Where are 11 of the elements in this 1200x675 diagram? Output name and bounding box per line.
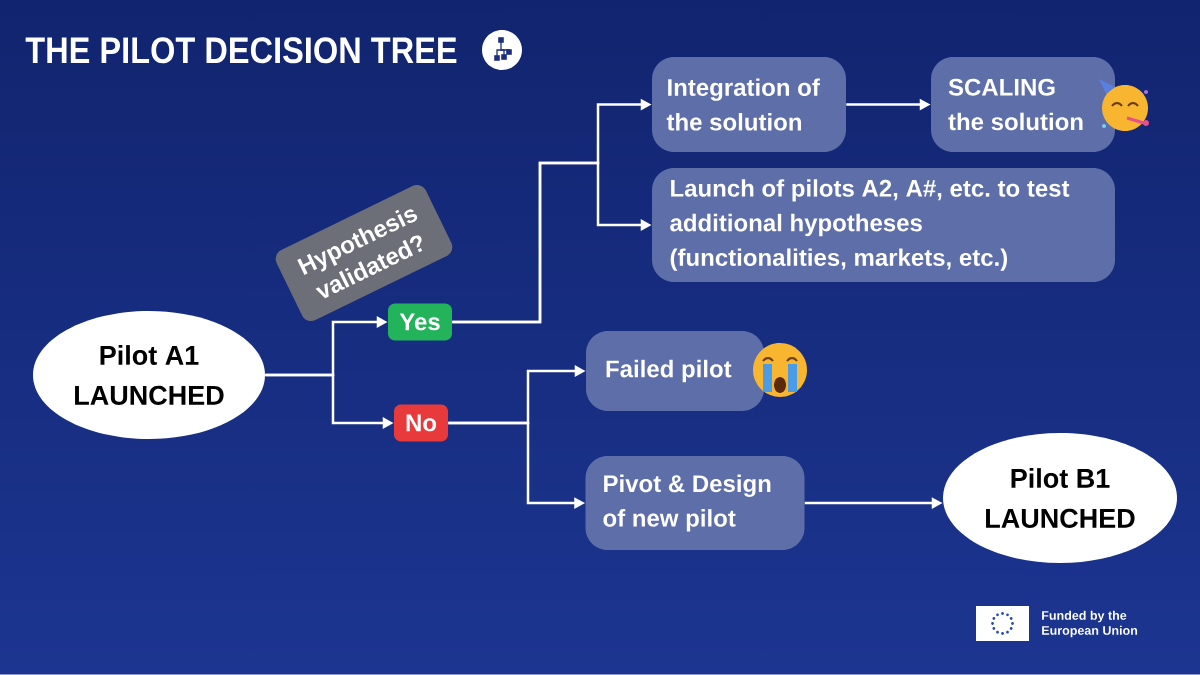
decision-badge: No xyxy=(394,404,448,442)
process-box: SCALING the solution xyxy=(931,57,1115,152)
process-box: Pivot & Design of new pilot xyxy=(585,456,805,550)
funding-note: Funded by the European Union xyxy=(1042,610,1138,638)
ellipse-node: Pilot A1 LAUNCHED xyxy=(33,311,265,439)
process-box: Launch of pilots A2, A#, etc. to test additional hypotheses (functionalities, markets, etc.) xyxy=(652,168,1115,282)
process-box: Integration of the solution xyxy=(652,57,846,152)
ellipse-node: Pilot B1 LAUNCHED xyxy=(943,433,1177,563)
decision-badge: Yes xyxy=(388,303,452,341)
process-box: Failed pilot xyxy=(586,331,764,411)
title: THE PILOT DECISION TREE xyxy=(25,37,457,64)
